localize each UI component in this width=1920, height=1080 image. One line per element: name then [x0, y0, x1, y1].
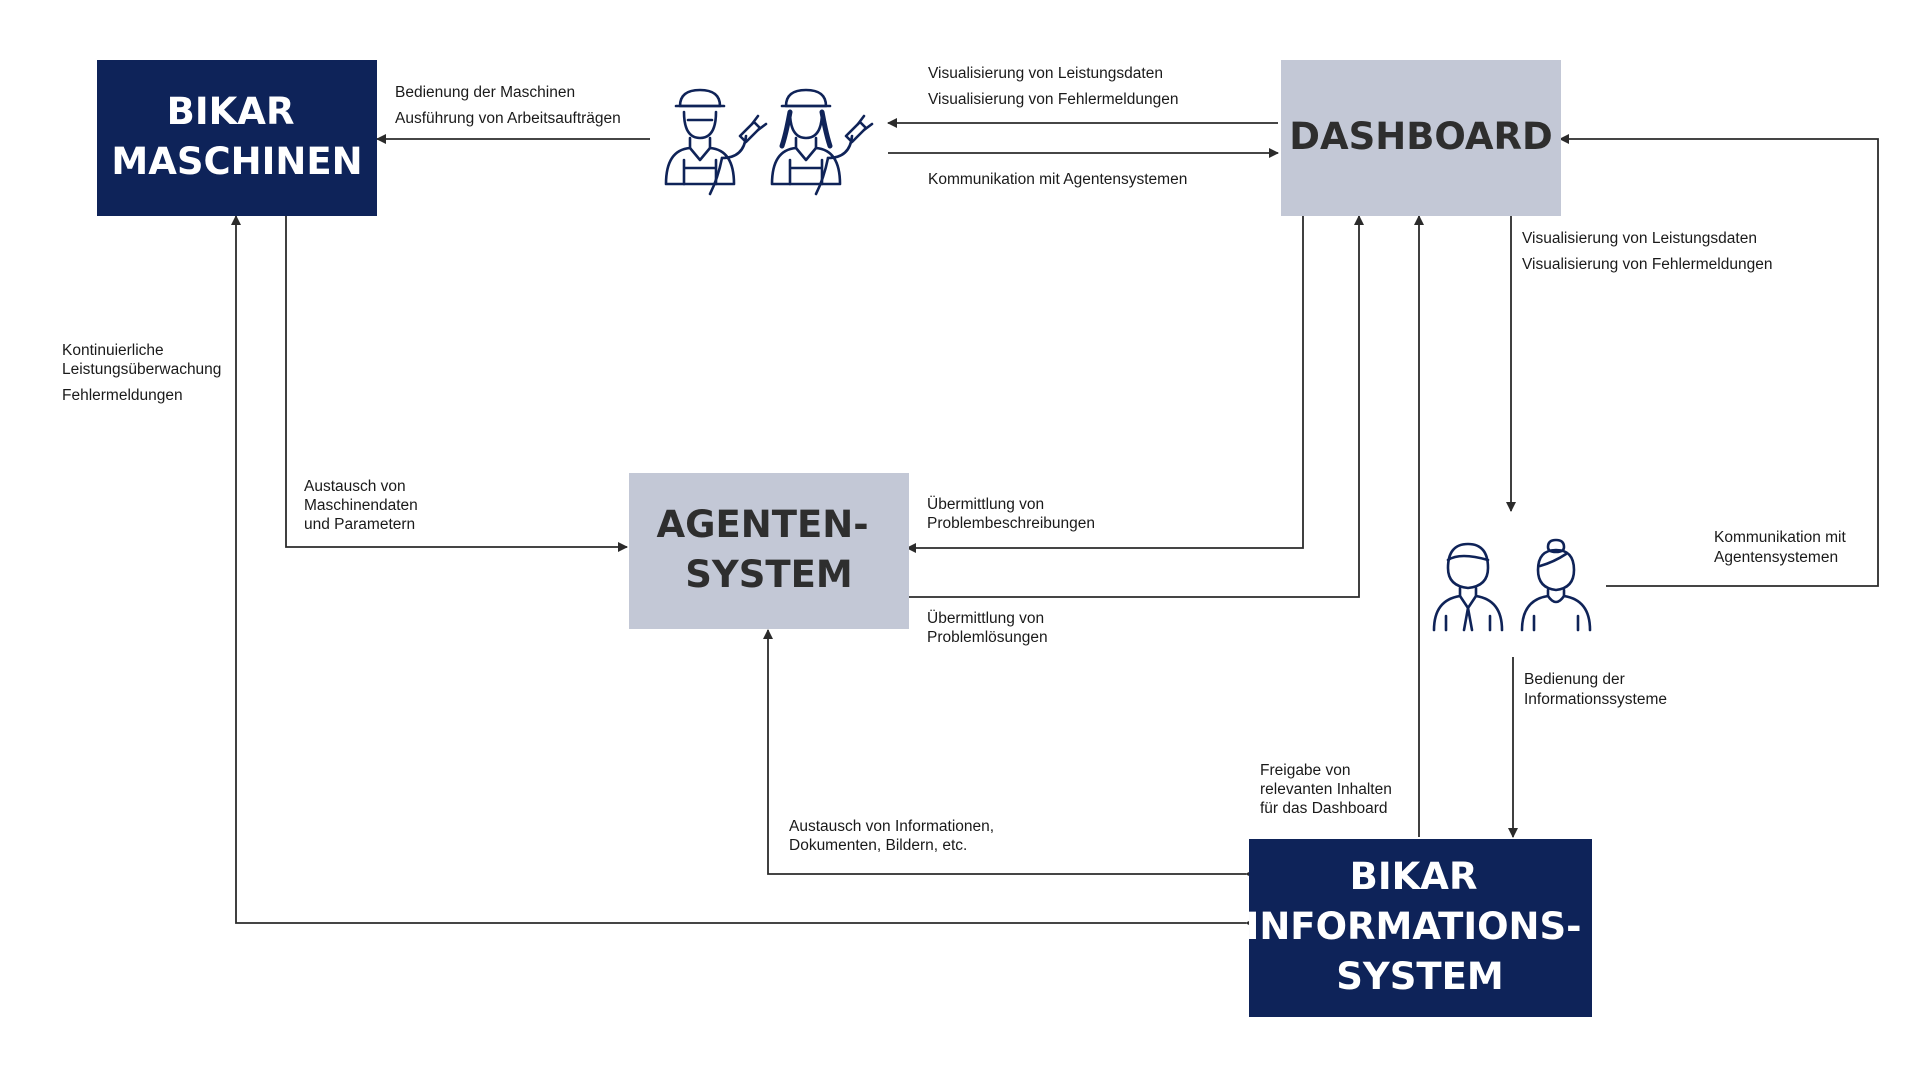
label-bedienung-informationssysteme: Bedienung der Informationssysteme — [1524, 671, 1667, 708]
title-dashboard-line-1: DASHBOARD — [1289, 115, 1552, 158]
arrow-agenten-to-dashboard — [907, 215, 1364, 598]
technician-with-plug-icon — [664, 88, 768, 196]
title-agenten-line-1: AGENTEN- — [657, 503, 869, 546]
label-austausch-informationen: Austausch von Informationen, Dokumenten,… — [789, 818, 998, 854]
office-user-icon — [1520, 538, 1592, 632]
box-maschinen — [97, 60, 377, 216]
label-leistungsueberwachung: Kontinuierliche Leistungsüberwachung Feh… — [62, 342, 226, 404]
office-user-icon — [1432, 542, 1504, 632]
node-agentensystem: AGENTEN- SYSTEM — [629, 473, 909, 629]
box-dashboard — [1281, 60, 1561, 216]
node-dashboard: DASHBOARD — [1281, 60, 1561, 216]
label-dashboard-to-technicians: Visualisierung von Leistungsdaten Visual… — [928, 65, 1178, 108]
box-informationssystem — [1249, 839, 1592, 1017]
arrow-maschinen-agenten-exchange — [281, 207, 628, 552]
label-problemloesungen: Übermittlung von Problemlösungen — [927, 609, 1048, 646]
title-agenten-line-2: SYSTEM — [685, 553, 852, 596]
technician-with-plug-icon — [770, 88, 874, 196]
label-austausch-maschinendaten: Austausch von Maschinendaten und Paramet… — [304, 478, 422, 533]
node-bikar-informationssystem: BIKAR INFORMATIONS- SYSTEM — [1246, 839, 1595, 1017]
label-technicians-to-dashboard: Kommunikation mit Agentensystemen — [928, 171, 1187, 188]
connections — [231, 118, 1879, 928]
label-problembeschreibungen: Übermittlung von Problembeschreibungen — [927, 495, 1095, 532]
arrow-users-to-dashboard — [1559, 134, 1879, 587]
box-agentensystem — [629, 473, 909, 629]
title-maschinen-line-2: MASCHINEN — [111, 140, 362, 183]
label-users-to-dashboard: Kommunikation mit Agentensystemen — [1714, 529, 1850, 566]
label-dashboard-to-users: Visualisierung von Leistungsdaten Visual… — [1522, 230, 1772, 273]
title-agentensystem: AGENTEN- SYSTEM — [657, 503, 882, 596]
node-bikar-maschinen: BIKAR MASCHINEN — [97, 60, 377, 216]
arrow-infosystem-agenten-exchange — [763, 629, 1255, 879]
arrow-infosystem-to-maschinen — [231, 215, 1255, 928]
title-info-line-3: SYSTEM — [1336, 955, 1503, 998]
title-maschinen-line-1: BIKAR — [167, 90, 295, 133]
title-informationssystem: BIKAR INFORMATIONS- SYSTEM — [1246, 855, 1595, 998]
edge-labels: Bedienung der Maschinen Ausführung von A… — [62, 65, 1850, 854]
title-maschinen: BIKAR MASCHINEN — [111, 90, 362, 183]
label-freigabe-inhalte: Freigabe von relevanten Inhalten für das… — [1260, 762, 1396, 817]
title-dashboard: DASHBOARD — [1289, 115, 1552, 158]
title-info-line-2: INFORMATIONS- — [1246, 905, 1582, 948]
title-info-line-1: BIKAR — [1350, 855, 1478, 898]
label-bedienung-maschinen: Bedienung der Maschinen Ausführung von A… — [395, 84, 621, 127]
arrow-dashboard-to-agenten — [906, 216, 1304, 553]
